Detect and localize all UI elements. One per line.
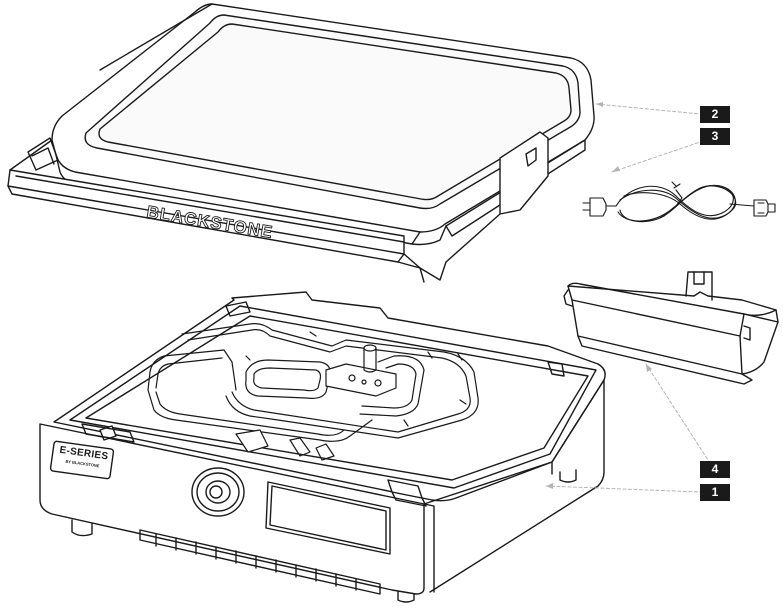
base-unit [40, 292, 605, 602]
callout-4: 4 [700, 461, 730, 478]
callout-1: 1 [700, 484, 730, 501]
callout-2: 2 [700, 106, 730, 123]
griddle-lid [8, 4, 594, 282]
callout-3: 3 [700, 128, 730, 145]
power-cord [583, 182, 775, 222]
